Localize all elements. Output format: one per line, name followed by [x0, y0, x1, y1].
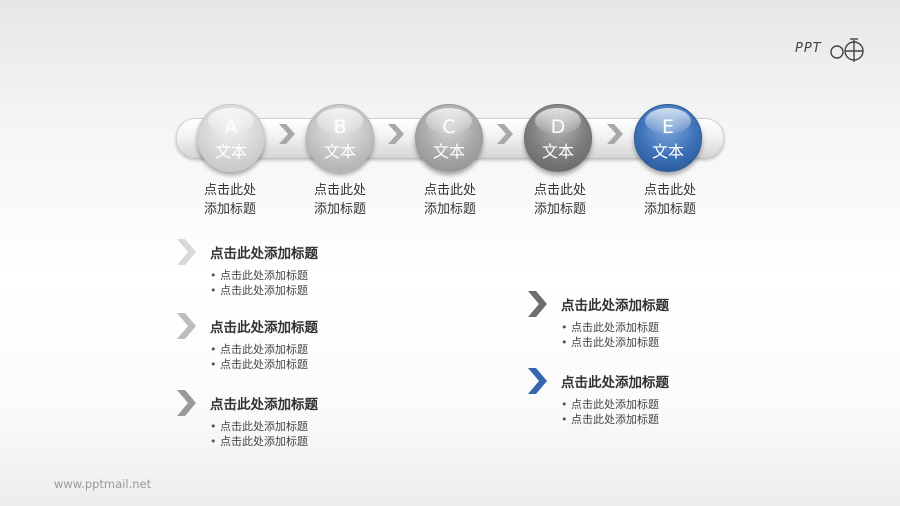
bullet-list: 点击此处添加标题 点击此处添加标题	[210, 419, 308, 449]
step-label-line1: 点击此处	[313, 183, 366, 198]
bullet-item: 点击此处添加标题	[210, 419, 308, 434]
bullet-item: 点击此处添加标题	[210, 357, 308, 372]
step-word: 文本	[651, 142, 684, 161]
step-label-line2: 添加标题	[643, 202, 696, 217]
chevron-right-icon	[497, 124, 513, 144]
step-circle-b: B 文本	[306, 104, 374, 172]
ppt-logo: PPT	[795, 36, 875, 64]
bullet-item: 点击此处添加标题	[210, 434, 308, 449]
footer-url: www.pptmail.net	[54, 477, 152, 491]
gloss-highlight	[426, 108, 472, 134]
block-title: 点击此处添加标题	[561, 298, 669, 314]
block-title: 点击此处添加标题	[210, 320, 318, 336]
bullet-item: 点击此处添加标题	[210, 342, 308, 357]
gloss-highlight	[317, 108, 363, 134]
block-title: 点击此处添加标题	[561, 375, 669, 391]
step-label-line1: 点击此处	[423, 183, 476, 198]
step-label-line2: 添加标题	[313, 202, 366, 217]
bullet-list: 点击此处添加标题 点击此处添加标题	[561, 397, 659, 427]
step-label-line1: 点击此处	[533, 183, 586, 198]
bullet-item: 点击此处添加标题	[561, 412, 659, 427]
step-letter: E	[661, 116, 674, 138]
step-circle-d: D 文本	[524, 104, 592, 172]
gloss-highlight	[645, 108, 691, 134]
step-label-a: 点击此处 添加标题	[185, 181, 275, 219]
chevron-right-icon	[279, 124, 295, 144]
step-circle-a: A 文本	[197, 104, 265, 172]
step-label-line1: 点击此处	[203, 183, 256, 198]
step-label-line2: 添加标题	[423, 202, 476, 217]
step-label-c: 点击此处 添加标题	[405, 181, 495, 219]
chevron-right-icon	[177, 313, 196, 339]
ppt-logo-icon	[830, 38, 864, 62]
block-title: 点击此处添加标题	[210, 397, 318, 413]
bullet-list: 点击此处添加标题 点击此处添加标题	[210, 342, 308, 372]
bullet-item: 点击此处添加标题	[210, 268, 308, 283]
chevron-right-icon	[177, 239, 196, 265]
step-circle-c: C 文本	[415, 104, 483, 172]
step-word: 文本	[432, 142, 465, 161]
chevron-right-icon	[528, 291, 547, 317]
step-word: 文本	[541, 142, 574, 161]
block-title: 点击此处添加标题	[210, 246, 318, 262]
logo-text: PPT	[795, 41, 822, 56]
step-letter: C	[442, 116, 456, 138]
bullet-list: 点击此处添加标题 点击此处添加标题	[210, 268, 308, 298]
step-letter: B	[333, 116, 347, 138]
step-label-line1: 点击此处	[643, 183, 696, 198]
bullet-list: 点击此处添加标题 点击此处添加标题	[561, 320, 659, 350]
step-label-line2: 添加标题	[533, 202, 586, 217]
chevron-right-icon	[388, 124, 404, 144]
bullet-item: 点击此处添加标题	[210, 283, 308, 298]
chevron-right-icon	[177, 390, 196, 416]
step-label-d: 点击此处 添加标题	[515, 181, 605, 219]
bullet-item: 点击此处添加标题	[561, 320, 659, 335]
step-label-line2: 添加标题	[203, 202, 256, 217]
step-label-e: 点击此处 添加标题	[625, 181, 715, 219]
step-label-b: 点击此处 添加标题	[295, 181, 385, 219]
step-word: 文本	[214, 142, 247, 161]
bullet-item: 点击此处添加标题	[561, 335, 659, 350]
chevron-right-icon	[528, 368, 547, 394]
step-letter: D	[550, 116, 566, 138]
gloss-highlight	[535, 108, 581, 134]
chevron-right-icon	[607, 124, 623, 144]
bullet-item: 点击此处添加标题	[561, 397, 659, 412]
gloss-highlight	[208, 108, 254, 134]
step-letter: A	[224, 116, 238, 138]
step-word: 文本	[323, 142, 356, 161]
step-circle-e: E 文本	[634, 104, 702, 172]
